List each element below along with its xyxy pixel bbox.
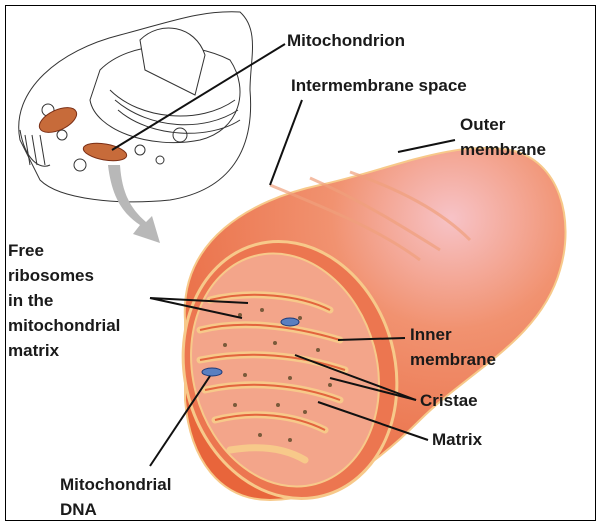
label-inner-membrane: Inner membrane <box>410 322 496 372</box>
mitochondrion-3d <box>181 147 567 502</box>
label-cristae: Cristae <box>420 391 478 410</box>
label-line: mitochondrial <box>8 316 121 335</box>
label-line: ribosomes <box>8 266 94 285</box>
label-mitochondrial-dna: Mitochondrial DNA <box>60 472 171 522</box>
dna-icon <box>280 317 300 327</box>
label-line: in the <box>8 291 54 310</box>
label-outer-membrane: Outer membrane <box>460 112 546 162</box>
label-intermembrane-space: Intermembrane space <box>291 76 467 95</box>
cell-sketch <box>18 11 253 203</box>
label-line: membrane <box>460 140 546 159</box>
label-line: membrane <box>410 350 496 369</box>
label-line: matrix <box>8 341 60 360</box>
label-line: Outer <box>460 115 506 134</box>
small-mitochondrion-icon <box>38 107 78 133</box>
label-matrix: Matrix <box>432 430 483 449</box>
label-line: DNA <box>60 500 97 519</box>
leader-lines <box>111 43 456 467</box>
label-line: Inner <box>410 325 452 344</box>
label-free-ribosomes: Free ribosomes in the mitochondrial matr… <box>8 238 120 363</box>
dna-icon <box>201 367 223 377</box>
label-mitochondrion: Mitochondrion <box>287 31 406 50</box>
zoom-arrow-icon <box>108 165 160 243</box>
label-line: Mitochondrial <box>60 475 172 494</box>
label-line: Free <box>8 241 44 260</box>
diagram-border <box>5 5 596 521</box>
